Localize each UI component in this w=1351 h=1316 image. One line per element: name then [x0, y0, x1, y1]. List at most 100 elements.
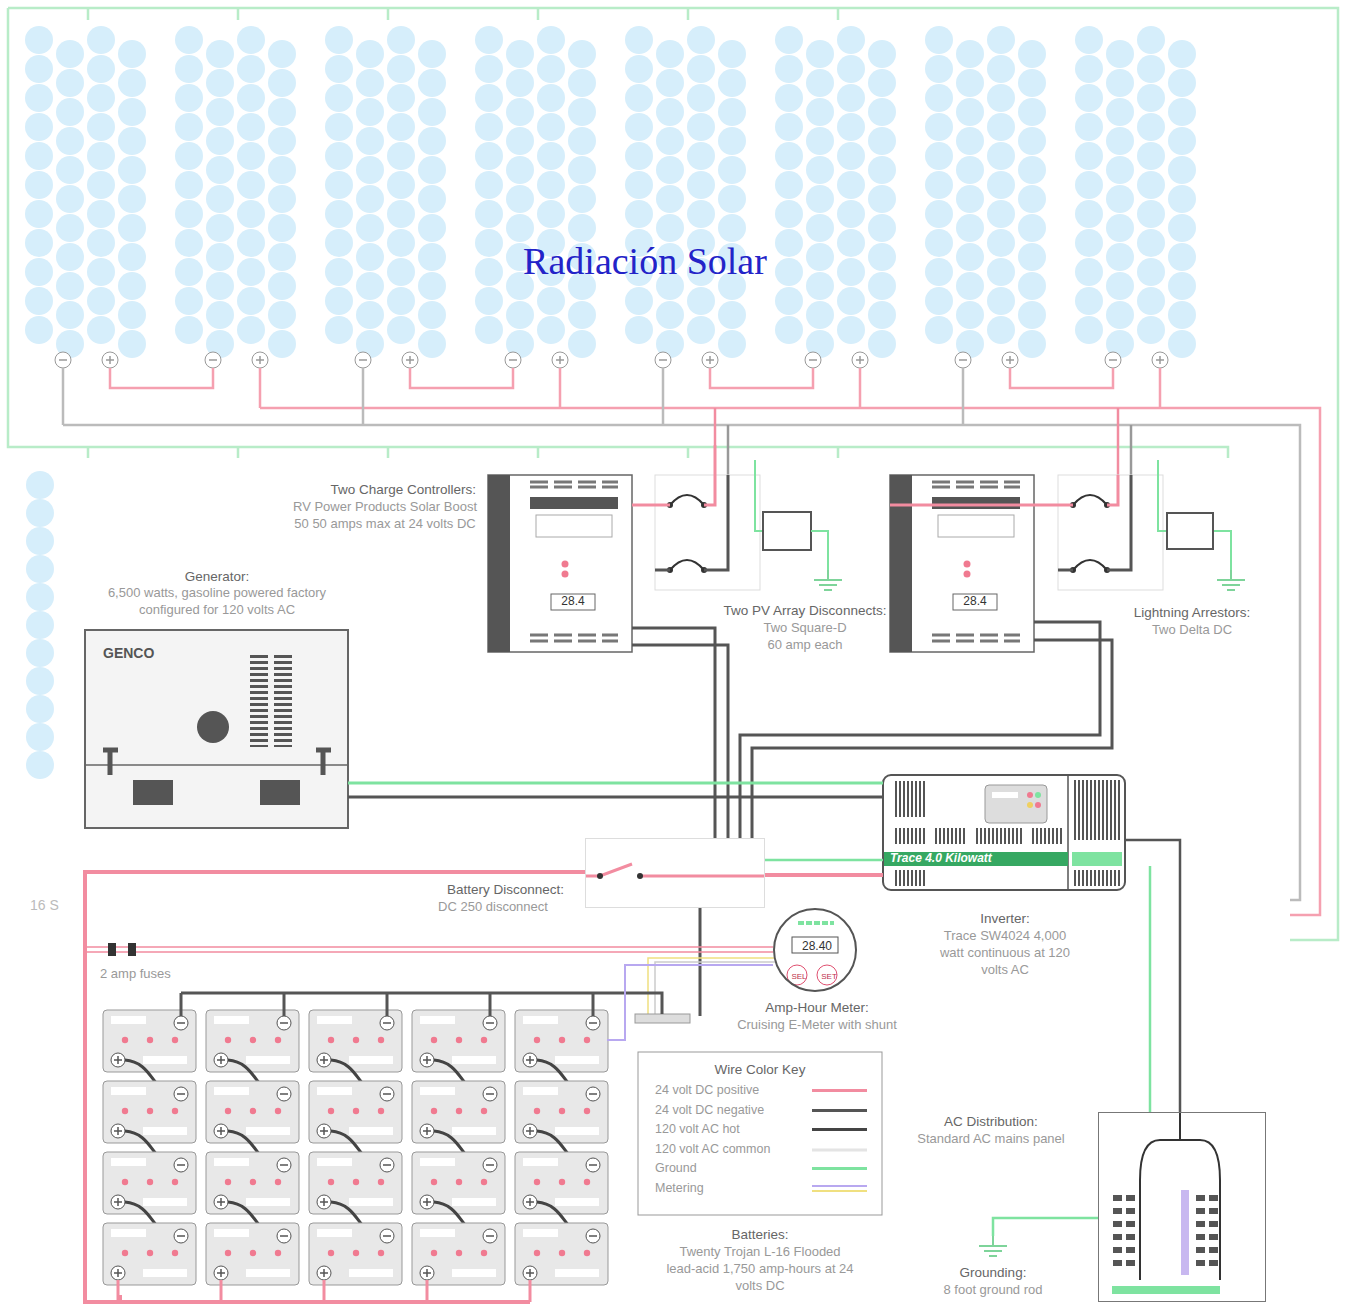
battery: [523, 1124, 537, 1138]
solar-cells: [568, 330, 596, 358]
solar-cells: [475, 316, 503, 344]
battery: [275, 1108, 281, 1114]
solar-cells: [1168, 214, 1196, 242]
solar-cells: [1168, 40, 1196, 68]
inverter-body: [1032, 828, 1062, 844]
battery: [515, 1081, 608, 1143]
text-patch: 6,500 watts, gasoline powered factory co…: [101, 585, 333, 619]
solar-cells: [568, 98, 596, 126]
solar-cells: [237, 200, 265, 228]
panel-terminals: [106, 356, 114, 364]
component-text: Two Square-D 60 amp each: [755, 620, 855, 654]
solar-cells: [806, 214, 834, 242]
ground-rod: Grounding:8 foot ground rod: [975, 1236, 1011, 1258]
battery: [320, 1127, 328, 1135]
battery: [431, 1108, 437, 1114]
panel-terminals: [505, 352, 521, 368]
fuse-wires: [108, 943, 116, 956]
battery: [103, 1152, 196, 1214]
solar-cells: [718, 40, 746, 68]
array-wiring: [1117, 408, 1120, 475]
battery: [489, 993, 492, 1016]
battery: [523, 1195, 537, 1209]
solar-cells: [1168, 330, 1196, 358]
solar-cells: [1075, 142, 1103, 170]
battery: [214, 1016, 249, 1024]
panel-terminals: [809, 359, 817, 361]
panel-terminals: [55, 352, 1168, 368]
text-patch: Lightning Arrestors:: [1132, 604, 1252, 622]
battery: [275, 1037, 281, 1043]
solar-cells: [718, 156, 746, 184]
solar-cells: [837, 55, 865, 83]
ground-frame-wire: [8, 8, 1338, 940]
battery: [349, 1056, 393, 1064]
solar-cells: [956, 272, 984, 300]
solar-cells: [175, 258, 203, 286]
solar-cells: [206, 98, 234, 126]
solar-cells: [237, 84, 265, 112]
solar-cells: [568, 301, 596, 329]
legend-row: 24 volt DC positive: [655, 1082, 875, 1100]
battery: [420, 1158, 455, 1166]
solar-cells: [1106, 214, 1134, 242]
solar-cells: [1075, 26, 1103, 54]
panel-terminals: [102, 352, 118, 368]
solar-cells: [1018, 156, 1046, 184]
panel-terminals: [856, 356, 864, 364]
charge-controller-body: [890, 475, 1034, 652]
battery: [386, 993, 389, 1016]
solar-cells: [506, 301, 534, 329]
battery: [378, 1179, 384, 1185]
solar-cells: [175, 113, 203, 141]
solar-cells: [387, 316, 415, 344]
battery: [143, 1269, 187, 1277]
text-patch: Trace SW4024 4,000 watt continuous at 12…: [933, 928, 1078, 979]
battery: [420, 1229, 455, 1237]
solar-cells: [775, 55, 803, 83]
battery: [122, 1250, 128, 1256]
wire-connector: [993, 1218, 1098, 1236]
ac-panel-body: [1196, 1221, 1205, 1227]
battery: [214, 1158, 249, 1166]
battery: [143, 1056, 187, 1064]
ac-panel-body: [1126, 1234, 1135, 1240]
battery: [277, 1087, 291, 1101]
solar-cells: [775, 200, 803, 228]
solar-cells: [656, 185, 684, 213]
solar-cells: [418, 40, 446, 68]
solar-cells: [925, 113, 953, 141]
solar-cells: [237, 26, 265, 54]
battery: [246, 1127, 290, 1135]
solar-cells: [1137, 258, 1165, 286]
shunt: [635, 1014, 690, 1023]
battery: [481, 1037, 487, 1043]
ac-wiring: [765, 859, 883, 862]
partial-panel: [26, 611, 54, 639]
solar-cells: [956, 40, 984, 68]
battery: [523, 1266, 537, 1280]
battery: [103, 1081, 196, 1143]
text-patch: Grounding:: [958, 1264, 1029, 1282]
battery: [412, 1081, 505, 1143]
positive-bus: [85, 1300, 530, 1304]
battery: [584, 1250, 590, 1256]
battery: [114, 1269, 122, 1277]
battery: [317, 1195, 331, 1209]
solar-cells: [325, 316, 353, 344]
battery: [483, 1016, 497, 1030]
solar-cells: [537, 316, 565, 344]
panel-terminals: [955, 352, 971, 368]
panel-terminals: [1156, 356, 1164, 364]
text-patch: Two Delta DC: [1150, 622, 1234, 639]
solar-cells: [356, 69, 384, 97]
solar-cells: [418, 214, 446, 242]
legend-title: Wire Color Key: [660, 1061, 860, 1079]
solar-cells: [775, 113, 803, 141]
battery: [309, 1081, 402, 1143]
partial-panel: [26, 583, 54, 611]
solar-cells: [656, 301, 684, 329]
solar-cells: [868, 156, 896, 184]
panel-terminals: [805, 352, 821, 368]
solar-cells: [356, 214, 384, 242]
